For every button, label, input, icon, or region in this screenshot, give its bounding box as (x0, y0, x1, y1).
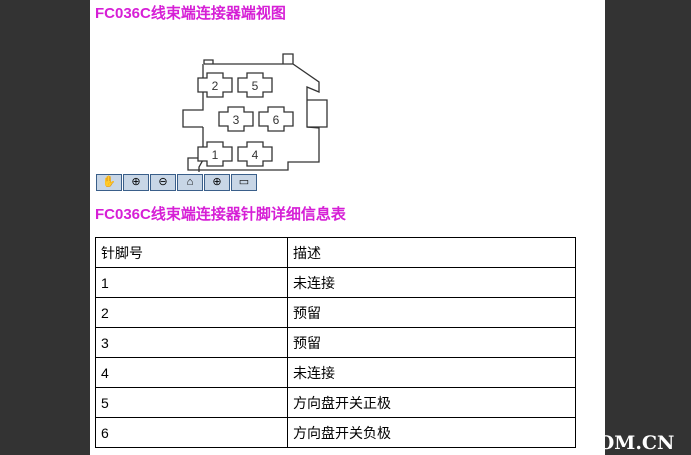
content-page: FC036C线束端连接器端视图 2 5 3 6 1 4 ✋ ⊕ ⊖ ⌂ ⊕ ▭ FC036C线束端连… (90, 0, 605, 455)
home-button[interactable]: ⌂ (177, 174, 203, 191)
pin-number: 5 (95, 387, 288, 418)
view-title: FC036C线束端连接器端视图 (95, 5, 286, 22)
svg-text:5: 5 (252, 79, 259, 93)
zoom-out-button[interactable]: ⊖ (150, 174, 176, 191)
pin-3: 3 (218, 106, 254, 132)
pin-6: 6 (258, 106, 294, 132)
table-header-row: 针脚号描述 (95, 237, 576, 268)
svg-text:6: 6 (273, 113, 280, 127)
pin-1: 1 (197, 141, 233, 167)
pin-description: 方向盘开关正极 (287, 387, 576, 418)
home-icon: ⌂ (186, 176, 194, 188)
connector-diagram: 2 5 3 6 1 4 (182, 53, 328, 172)
pin-2: 2 (197, 72, 233, 98)
pin-description: 未连接 (287, 357, 576, 388)
svg-text:1: 1 (212, 148, 219, 162)
header-pin: 针脚号 (95, 237, 288, 268)
pin-number: 1 (95, 267, 288, 298)
pin-description: 预留 (287, 327, 576, 358)
fit-window-icon: ▭ (238, 176, 250, 188)
fit-window-button[interactable]: ▭ (231, 174, 257, 191)
pin-number: 3 (95, 327, 288, 358)
pin-4: 4 (237, 141, 273, 167)
hand-button[interactable]: ✋ (96, 174, 122, 191)
zoom-in-icon: ⊕ (131, 176, 141, 188)
svg-text:3: 3 (233, 113, 240, 127)
pin-description: 预留 (287, 297, 576, 328)
table-title: FC036C线束端连接器针脚详细信息表 (95, 206, 346, 223)
zoom-window-icon: ⊕ (212, 176, 222, 188)
svg-text:4: 4 (252, 148, 259, 162)
pin-number: 4 (95, 357, 288, 388)
pin-number: 2 (95, 297, 288, 328)
pin-description: 未连接 (287, 267, 576, 298)
hand-icon: ✋ (102, 176, 116, 188)
zoom-in-button[interactable]: ⊕ (123, 174, 149, 191)
watermark: .COM.CN (576, 432, 675, 454)
pin-number: 6 (95, 417, 288, 448)
zoom-window-button[interactable]: ⊕ (204, 174, 230, 191)
pin-description: 方向盘开关负极 (287, 417, 576, 448)
header-desc: 描述 (287, 237, 576, 268)
diagram-toolbar: ✋ ⊕ ⊖ ⌂ ⊕ ▭ (96, 174, 257, 191)
zoom-out-icon: ⊖ (158, 176, 168, 188)
pin-5: 5 (237, 72, 273, 98)
svg-text:2: 2 (212, 79, 219, 93)
